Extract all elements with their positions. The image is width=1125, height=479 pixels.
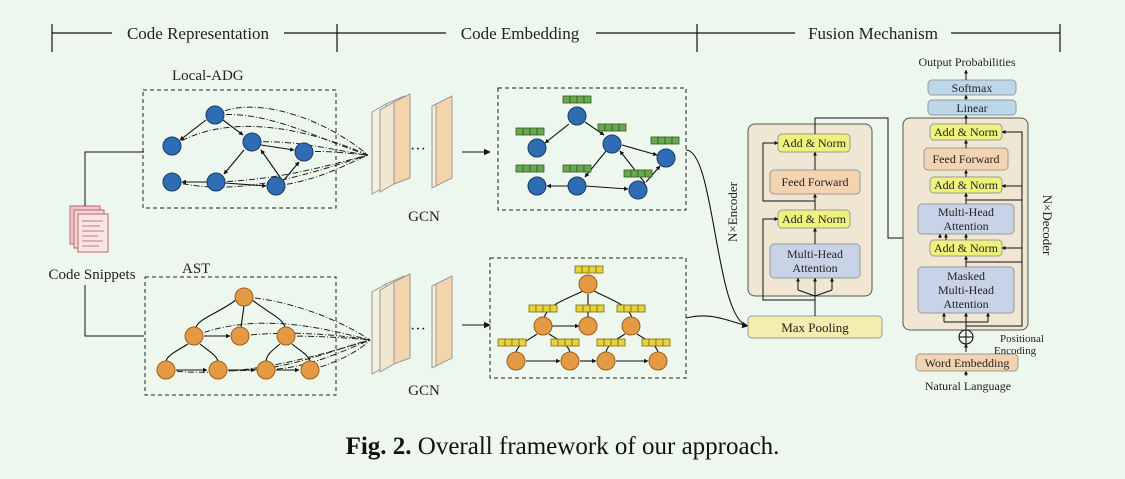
decoder-masked-line3: Attention xyxy=(943,297,988,311)
decoder-multi-head-line2: Attention xyxy=(943,219,988,233)
local-adg-graph xyxy=(162,105,369,196)
softmax-label: Softmax xyxy=(952,81,993,95)
natural-language-label: Natural Language xyxy=(925,379,1011,393)
figure-caption: Fig. 2. Overall framework of our approac… xyxy=(0,433,1125,461)
decoder-multi-head-line1: Multi-Head xyxy=(938,205,994,219)
gcn-ellipsis-bottom: ··· xyxy=(410,321,426,338)
decoder-add-norm-2: Add & Norm xyxy=(934,178,999,192)
encoder-add-norm-bottom: Add & Norm xyxy=(782,212,847,226)
ast-label: AST xyxy=(182,261,210,277)
ast-graph xyxy=(156,287,371,380)
section-code-embedding: Code Embedding xyxy=(461,24,580,43)
word-embedding-label: Word Embedding xyxy=(925,356,1010,370)
caption-prefix: Fig. 2. xyxy=(345,433,412,460)
encoder-multi-head-line1: Multi-Head xyxy=(787,247,843,261)
section-header: Code Representation Code Embedding Fusio… xyxy=(51,22,1061,52)
decoder-masked-line2: Multi-Head xyxy=(938,283,994,297)
decoder-block: Output Probabilities Softmax Linear xyxy=(902,55,1055,393)
gcn-layers-top xyxy=(371,93,453,195)
section-fusion-mechanism: Fusion Mechanism xyxy=(808,24,938,43)
decoder-masked-line1: Masked xyxy=(947,269,985,283)
decoder-add-norm-1: Add & Norm xyxy=(934,125,999,139)
pooling-connectors xyxy=(685,149,749,329)
gcn-ellipsis-top: ··· xyxy=(410,141,426,158)
code-snippets-label: Code Snippets xyxy=(48,267,135,283)
encoder-side-label: N×Encoder xyxy=(725,181,740,242)
max-pooling-label: Max Pooling xyxy=(781,320,849,335)
snippet-connectors xyxy=(84,151,144,337)
encoder-feed-forward: Feed Forward xyxy=(782,175,849,189)
gcn-label-top: GCN xyxy=(408,209,440,225)
local-adg-label: Local-ADG xyxy=(172,68,244,84)
section-code-representation: Code Representation xyxy=(127,24,270,43)
linear-label: Linear xyxy=(956,101,987,115)
gcn-label-bottom: GCN xyxy=(408,383,440,399)
gcn-layers-bottom xyxy=(371,273,453,375)
embedded-adg-graph xyxy=(515,95,680,200)
local-adg-frame xyxy=(142,89,337,209)
encoder-block: Add & Norm Feed Forward Add & Norm Multi… xyxy=(725,117,940,339)
encoder-multi-head-line2: Attention xyxy=(792,261,837,275)
embedded-ast-graph xyxy=(497,265,671,371)
positional-encoding-line2: Encoding xyxy=(994,345,1037,357)
caption-text: Overall framework of our approach. xyxy=(411,433,780,460)
decoder-side-label: N×Decoder xyxy=(1040,195,1055,256)
output-probabilities-label: Output Probabilities xyxy=(919,55,1016,69)
decoder-add-norm-3: Add & Norm xyxy=(934,241,999,255)
code-snippets-icon xyxy=(69,205,109,253)
embedded-adg-frame xyxy=(497,87,687,211)
encoder-add-norm-top: Add & Norm xyxy=(782,136,847,150)
positional-encoding-line1: Positional xyxy=(1000,333,1044,345)
decoder-feed-forward: Feed Forward xyxy=(933,152,1000,166)
